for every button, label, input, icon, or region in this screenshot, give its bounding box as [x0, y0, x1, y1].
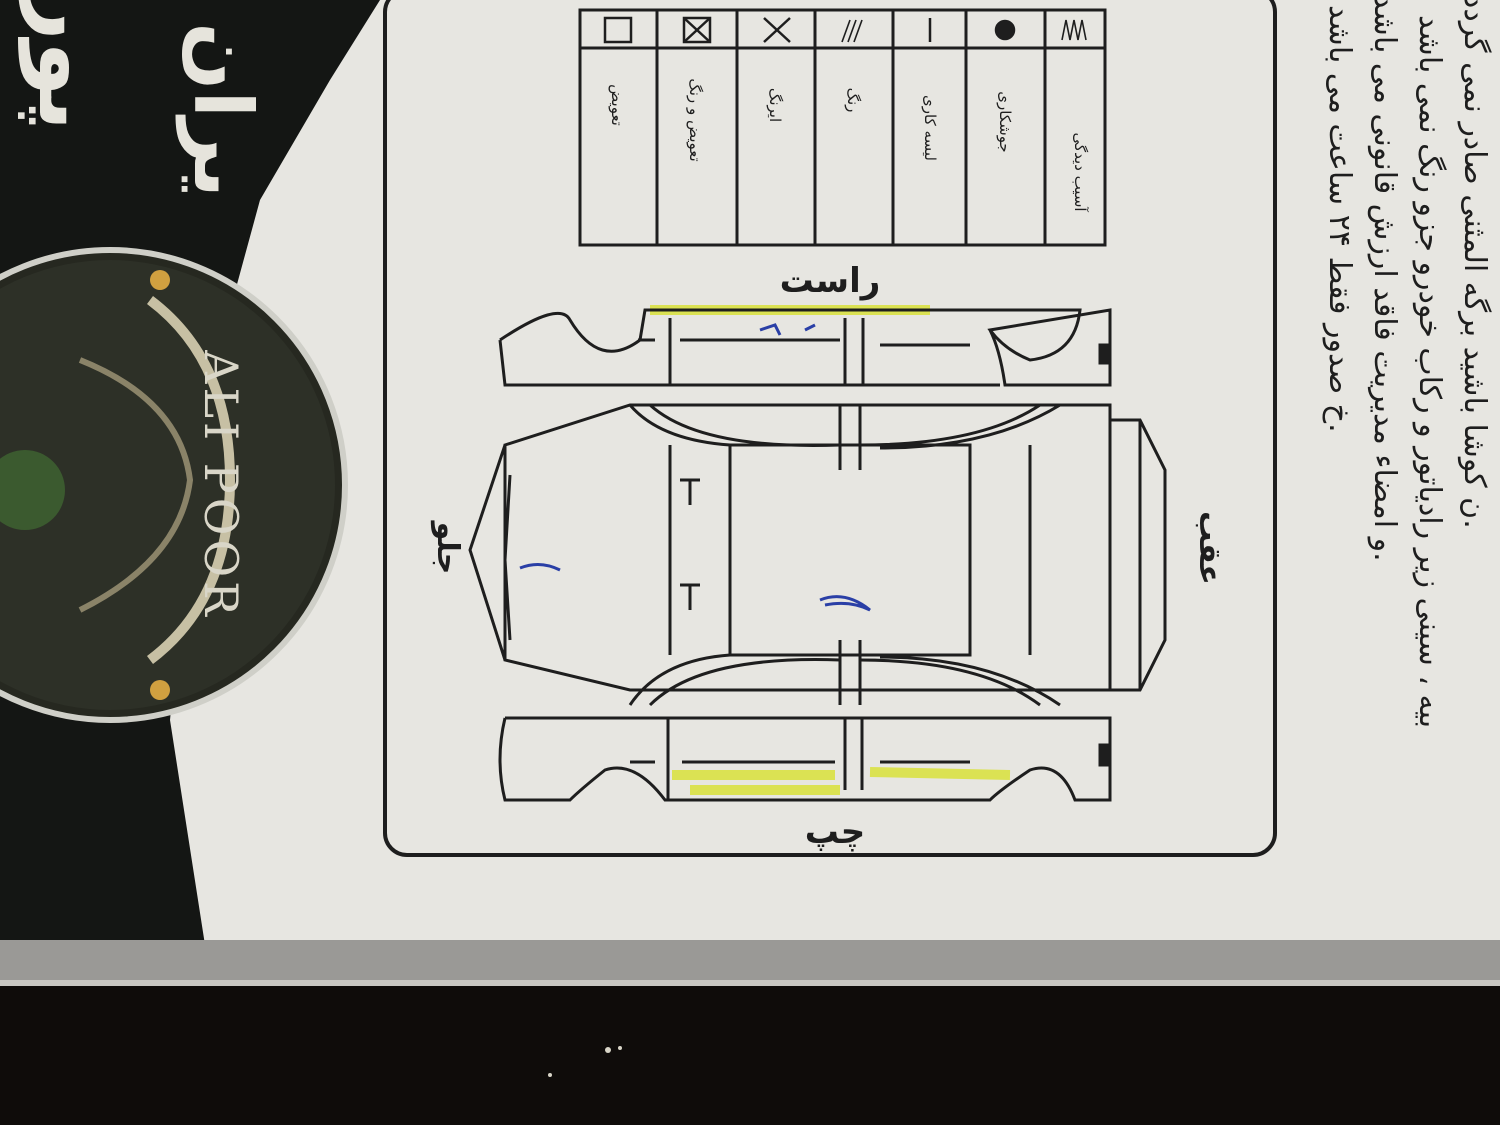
brand-top: پور — [18, 0, 123, 131]
legend-label-0: تعویض — [608, 84, 626, 126]
right-side-panel — [498, 308, 1112, 387]
car-diagram — [468, 305, 1167, 802]
legend-label-3: رنگ — [844, 88, 862, 113]
diagonal-lines-icon — [841, 19, 863, 43]
note-2: بیه ، سینی زیر رادیاتور و رکاب خودرو جزو… — [1412, 15, 1447, 728]
legend-label-2: ایرنگ — [766, 88, 784, 122]
legend-label-4: لیسه کاری — [921, 95, 939, 161]
label-left: چپ — [805, 812, 866, 852]
filled-circle-icon — [994, 19, 1016, 41]
label-front: جلو — [430, 520, 465, 575]
legend-label-6: آسیب دیدگی — [1071, 132, 1089, 212]
paper-card — [0, 0, 1500, 960]
legend-table — [578, 8, 1107, 247]
table-specks — [548, 1046, 622, 1077]
left-side-panel — [498, 716, 1112, 802]
note-1: و امضاء مدیریت فاقد ارزش قانونی می باشد. — [1367, 0, 1402, 562]
legend-label-1: تعویض و رنگ — [686, 78, 704, 161]
label-rear: عقب — [1192, 511, 1227, 585]
logo-text: ALI POOR — [194, 349, 248, 620]
crossed-square-icon — [682, 16, 712, 44]
logo: ALI POOR — [0, 247, 348, 723]
diagram-frame — [383, 0, 1277, 857]
pen-marks — [519, 323, 871, 612]
note-0: خ صدور فقط ۲۴ ساعت می باشد. — [1322, 5, 1357, 433]
note-3: ن کوشا باشید برگه المثنی صادر نمی گردد. — [1457, 0, 1492, 529]
zigzag-icon — [1061, 19, 1087, 41]
brand-sub: یران — [175, 22, 269, 198]
label-right: راست — [780, 261, 881, 301]
legend-label-5: جوشکاری — [996, 91, 1014, 152]
square-icon — [603, 16, 633, 44]
x-icon — [763, 17, 791, 43]
